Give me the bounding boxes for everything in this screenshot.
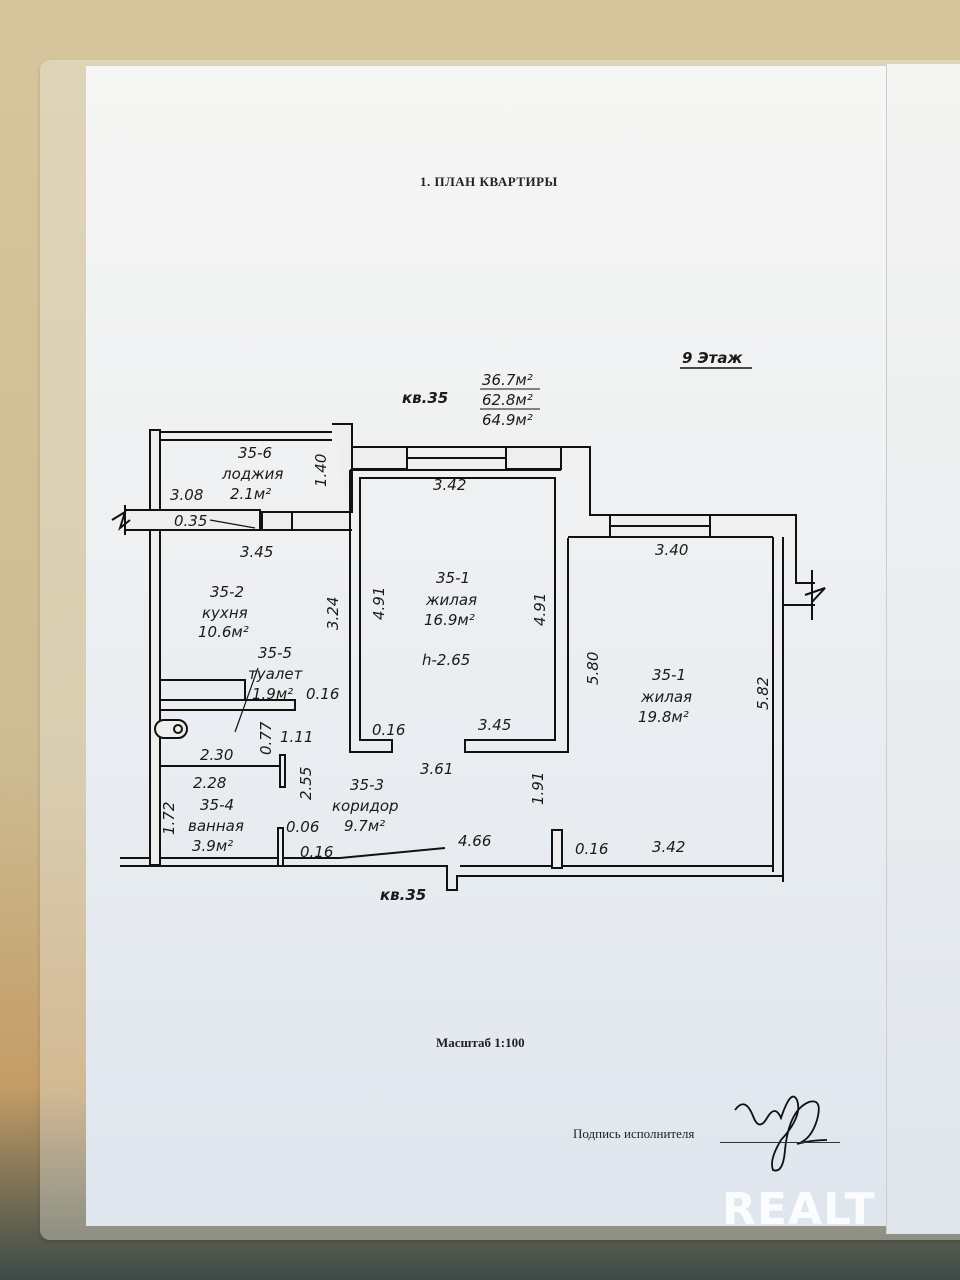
- total-area: 62.8м²: [482, 391, 533, 409]
- room-living-2: 35-1 жилая 19.8м²: [638, 666, 692, 726]
- dimension-labels: 3.08 0.35 3.45 3.42 3.40 1.11 2.30 2.28 …: [160, 454, 772, 861]
- room-area: 16.9м²: [424, 611, 475, 629]
- signature: [734, 1095, 828, 1172]
- room-area: 10.6м²: [198, 623, 249, 641]
- dim: 3.45: [240, 543, 273, 561]
- paper-sheet: [86, 66, 896, 1226]
- room-area: 3.9м²: [192, 837, 233, 855]
- watermark-logo: REALT: [722, 1184, 876, 1235]
- dim: 2.28: [193, 774, 226, 792]
- room-loggia: 35-6 лоджия 2.1м²: [221, 444, 283, 503]
- dim: 3.61: [420, 760, 453, 778]
- room-area: 9.7м²: [344, 817, 385, 835]
- walls: [111, 423, 826, 891]
- dim: 2.55: [297, 767, 315, 800]
- dim: 3.24: [324, 597, 342, 630]
- apartment-label-top: кв.35: [402, 389, 448, 407]
- dim: 5.82: [754, 677, 772, 710]
- dim: 4.91: [370, 587, 388, 620]
- room-id: 35-1: [652, 666, 686, 684]
- room-toilet: 35-5 туалет 1.9м²: [248, 644, 304, 703]
- room-name: ванная: [188, 817, 244, 835]
- dim: 3.45: [478, 716, 511, 734]
- room-name: жилая: [425, 591, 477, 609]
- dim: 3.42: [652, 838, 685, 856]
- dim: 0.16: [306, 685, 339, 703]
- dim: 5.80: [584, 652, 602, 685]
- scale-label: Масштаб 1:100: [436, 1035, 525, 1050]
- document-title: 1. ПЛАН КВАРТИРЫ: [420, 174, 558, 189]
- dim: 3.42: [433, 476, 466, 494]
- apartment-label-bottom: кв.35: [380, 886, 426, 904]
- dim: 0.06: [286, 818, 319, 836]
- room-id: 35-2: [210, 583, 244, 601]
- dim: 3.40: [655, 541, 688, 559]
- dim: 1.72: [160, 802, 178, 835]
- dim: 1.11: [280, 728, 313, 746]
- room-name: лоджия: [221, 465, 283, 483]
- living-area: 36.7м²: [482, 371, 533, 389]
- dim: 0.77: [257, 721, 275, 755]
- dim: 3.08: [170, 486, 203, 504]
- room-id: 35-1: [436, 569, 470, 587]
- second-sheet-edge: [886, 64, 960, 1234]
- dim: 2.30: [200, 746, 233, 764]
- dim: 0.16: [575, 840, 608, 858]
- room-kitchen: 35-2 кухня 10.6м²: [198, 583, 249, 641]
- dim: 0.16: [300, 843, 333, 861]
- floor-label: 9 Этаж: [682, 349, 743, 367]
- dim: 0.35: [174, 512, 207, 530]
- room-id: 35-6: [238, 444, 272, 462]
- room-id: 35-5: [258, 644, 292, 662]
- room-name: коридор: [332, 797, 399, 815]
- room-name: туалет: [248, 665, 304, 683]
- signature-label: Подпись исполнителя: [573, 1126, 695, 1141]
- ceiling-height: h-2.65: [422, 651, 470, 669]
- total-area-with-loggia: 64.9м²: [482, 411, 533, 429]
- room-name: кухня: [202, 604, 248, 622]
- room-area: 1.9м²: [252, 685, 293, 703]
- dim: 1.40: [312, 454, 330, 487]
- room-living-1: 35-1 жилая 16.9м² h-2.65: [422, 569, 477, 669]
- room-bathroom: 35-4 ванная 3.9м²: [188, 796, 244, 855]
- dim: 0.16: [372, 721, 405, 739]
- room-id: 35-3: [350, 776, 384, 794]
- room-name: жилая: [640, 688, 692, 706]
- dim: 4.91: [531, 593, 549, 626]
- signature-line: [720, 1142, 840, 1143]
- dim: 1.91: [529, 772, 547, 805]
- room-id: 35-4: [200, 796, 234, 814]
- dim: 4.66: [458, 832, 491, 850]
- room-corridor: 35-3 коридор 9.7м²: [332, 776, 399, 835]
- room-area: 2.1м²: [230, 485, 271, 503]
- room-area: 19.8м²: [638, 708, 689, 726]
